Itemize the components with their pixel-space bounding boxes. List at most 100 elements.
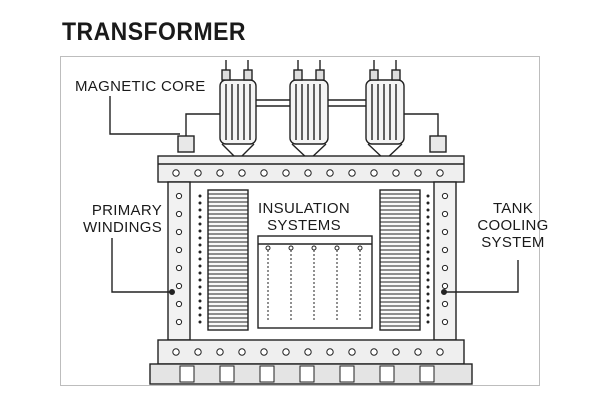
spacer-dot (198, 271, 202, 275)
bolt (175, 246, 183, 254)
spacer-dot (426, 299, 430, 303)
label-magnetic-core: MAGNETIC CORE (75, 78, 206, 95)
bolt (216, 169, 224, 177)
spacer-dot (198, 278, 202, 282)
primary-winding-left (207, 189, 249, 331)
bolt (282, 169, 290, 177)
spacer-dot (426, 243, 430, 247)
spacer-dot (426, 222, 430, 226)
leader-cooling (444, 260, 519, 293)
spacer-dot (426, 285, 430, 289)
spacer-dot (426, 208, 430, 212)
spacer-dot (198, 320, 202, 324)
spacer-dot (198, 292, 202, 296)
spacer-dot (426, 215, 430, 219)
bolt (441, 282, 449, 290)
rod-cap (357, 245, 363, 251)
label-primary-line2: WINDINGS (82, 219, 162, 236)
bolt (172, 348, 180, 356)
spacer-dot (198, 208, 202, 212)
spacer-dot (198, 250, 202, 254)
bolt (194, 169, 202, 177)
base-foot (219, 365, 235, 383)
bolt (441, 264, 449, 272)
diagram-title: TRANSFORMER (62, 18, 246, 46)
bolt (441, 246, 449, 254)
bolt (260, 348, 268, 356)
label-tank-cooling-system: TANK COOLING SYSTEM (467, 200, 559, 251)
bolt (436, 348, 444, 356)
bolt (441, 228, 449, 236)
bolt (175, 282, 183, 290)
spacer-dot (426, 264, 430, 268)
bolt (414, 348, 422, 356)
bolt (348, 348, 356, 356)
leader-dot (169, 289, 175, 295)
base-foot (339, 365, 355, 383)
base-foot (299, 365, 315, 383)
bolt (326, 169, 334, 177)
base-foot (379, 365, 395, 383)
bushing-center (289, 60, 329, 161)
bolt (175, 228, 183, 236)
label-cooling-line1: TANK (492, 200, 534, 217)
bushing-right (365, 60, 405, 161)
bolt (441, 300, 449, 308)
spacer-dot (198, 215, 202, 219)
bolt (175, 210, 183, 218)
spacer-dot (426, 313, 430, 317)
bolt (370, 348, 378, 356)
diagram-frame (60, 56, 540, 386)
spacer-dot (198, 257, 202, 261)
spacer-dot (198, 264, 202, 268)
spacer-dot (198, 306, 202, 310)
spacer-dot (198, 201, 202, 205)
bolt (304, 169, 312, 177)
bolt (304, 348, 312, 356)
bushing-left (219, 60, 257, 161)
bolt (175, 318, 183, 326)
spacer-dot (426, 306, 430, 310)
bolt (326, 348, 334, 356)
spacer-dot (426, 250, 430, 254)
spacer-dot (426, 201, 430, 205)
spacer-dot (198, 236, 202, 240)
rod-cap (311, 245, 317, 251)
bolt (238, 169, 246, 177)
winding-right (379, 189, 421, 331)
base-foot (179, 365, 195, 383)
bolt (282, 348, 290, 356)
spacer-dot (198, 285, 202, 289)
label-primary-windings: PRIMARY WINDINGS (80, 202, 162, 236)
bolt (414, 169, 422, 177)
spacer-dot (426, 278, 430, 282)
label-insulation-line1: INSULATION (258, 200, 350, 217)
bolt (238, 348, 246, 356)
bolt (392, 348, 400, 356)
spacer-dot (198, 194, 202, 198)
insulation-panel (257, 235, 373, 329)
spacer-dot (426, 320, 430, 324)
bolt (175, 192, 183, 200)
bolt (436, 169, 444, 177)
bolt (370, 169, 378, 177)
label-primary-line1: PRIMARY (91, 202, 162, 219)
bolt (216, 348, 224, 356)
bolt (441, 192, 449, 200)
bolt (175, 264, 183, 272)
label-insulation-systems: INSULATION SYSTEMS (252, 200, 356, 234)
rod-cap (334, 245, 340, 251)
spacer-dot (426, 292, 430, 296)
spacer-dot (198, 243, 202, 247)
spacer-dot (198, 229, 202, 233)
spacer-dot (426, 194, 430, 198)
bolt (194, 348, 202, 356)
bolt (175, 300, 183, 308)
label-cooling-line2: COOLING (477, 217, 549, 234)
top-clamp-beam (157, 155, 465, 183)
bolt (441, 210, 449, 218)
spacer-dot (426, 236, 430, 240)
spacer-dot (426, 257, 430, 261)
spacer-dot (198, 222, 202, 226)
